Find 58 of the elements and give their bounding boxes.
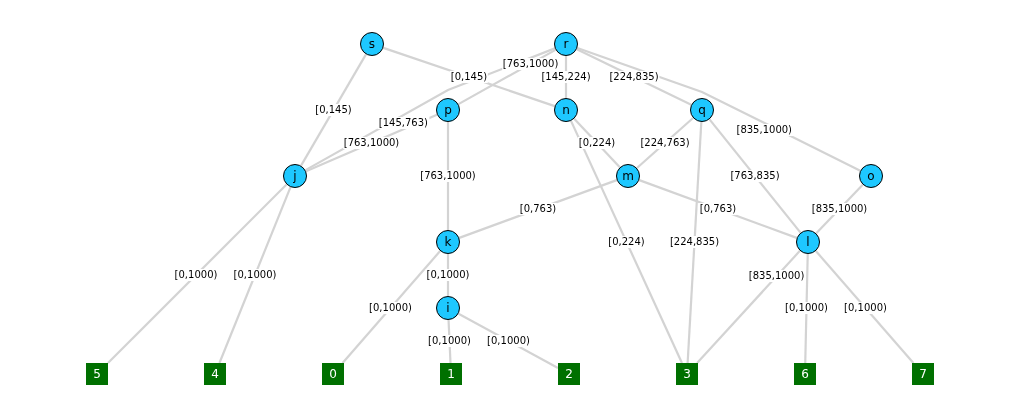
leaf-node: 1 [440, 363, 462, 385]
leaf-node: 6 [794, 363, 816, 385]
edge-label: [0,763) [518, 203, 558, 215]
connector-line [696, 250, 801, 364]
connector-line [804, 253, 809, 364]
tree-node: o [859, 164, 883, 188]
tree-node: r [554, 32, 578, 56]
edge-label: [835,1000) [747, 270, 806, 283]
tree-node: q [690, 98, 714, 122]
edge-label: [0,1000) [843, 302, 888, 314]
edge-label: [224,835) [668, 236, 721, 248]
connector-line [576, 46, 861, 172]
connector-line [446, 122, 450, 230]
edge-label: [763,1000) [342, 137, 401, 149]
leaf-node: 2 [558, 363, 580, 385]
connector-line [570, 120, 683, 364]
edge-label: [0,145) [314, 104, 353, 116]
tree-node: p [436, 98, 460, 122]
edge-label: [224,835) [608, 71, 660, 83]
connector-line [815, 250, 915, 364]
tree-node: s [360, 32, 384, 56]
leaf-node: 7 [912, 363, 934, 385]
edge-label: [0,763) [698, 203, 738, 215]
edge-label: [0,1000) [427, 335, 472, 347]
edge-label: [835,1000) [735, 123, 793, 136]
leaf-node: 3 [676, 363, 698, 385]
edge-label: [145,224) [540, 71, 592, 83]
edge-label: [224,763) [639, 137, 691, 149]
edge-label: [763,835) [729, 170, 781, 182]
edge-label: [0,145) [449, 71, 489, 83]
tree-node: k [436, 230, 460, 254]
tree-node: n [554, 98, 578, 122]
edge-label: [0,1000) [784, 302, 829, 314]
connector-line [815, 183, 864, 235]
connector-line [218, 186, 292, 364]
leaf-node: 0 [322, 363, 344, 385]
edge-label: [0,1000) [486, 335, 531, 347]
edge-label: [0,1000) [232, 269, 278, 281]
edge-label: [763,1000) [501, 57, 560, 70]
edge-label: [145,763) [377, 117, 429, 130]
tree-node: l [796, 230, 820, 254]
tree-node: j [283, 164, 307, 188]
connector-line [686, 121, 703, 364]
tree-node: m [616, 164, 640, 188]
edge-label: [0,224) [577, 137, 617, 149]
connector-line [107, 183, 288, 364]
tree-node: i [436, 296, 460, 320]
connector-line [708, 118, 802, 234]
edge-label: [0,224) [607, 236, 646, 248]
edge-label: [0,1000) [173, 269, 219, 281]
connector-line [341, 250, 441, 364]
edge-label: [0,1000) [425, 269, 471, 281]
edge-label: [763,1000) [419, 170, 477, 182]
edge-label: [835,1000) [810, 203, 869, 215]
leaf-node: 5 [86, 363, 108, 385]
leaf-node: 4 [204, 363, 226, 385]
connector-line [573, 118, 621, 168]
edge-label: [0,1000) [368, 302, 413, 314]
